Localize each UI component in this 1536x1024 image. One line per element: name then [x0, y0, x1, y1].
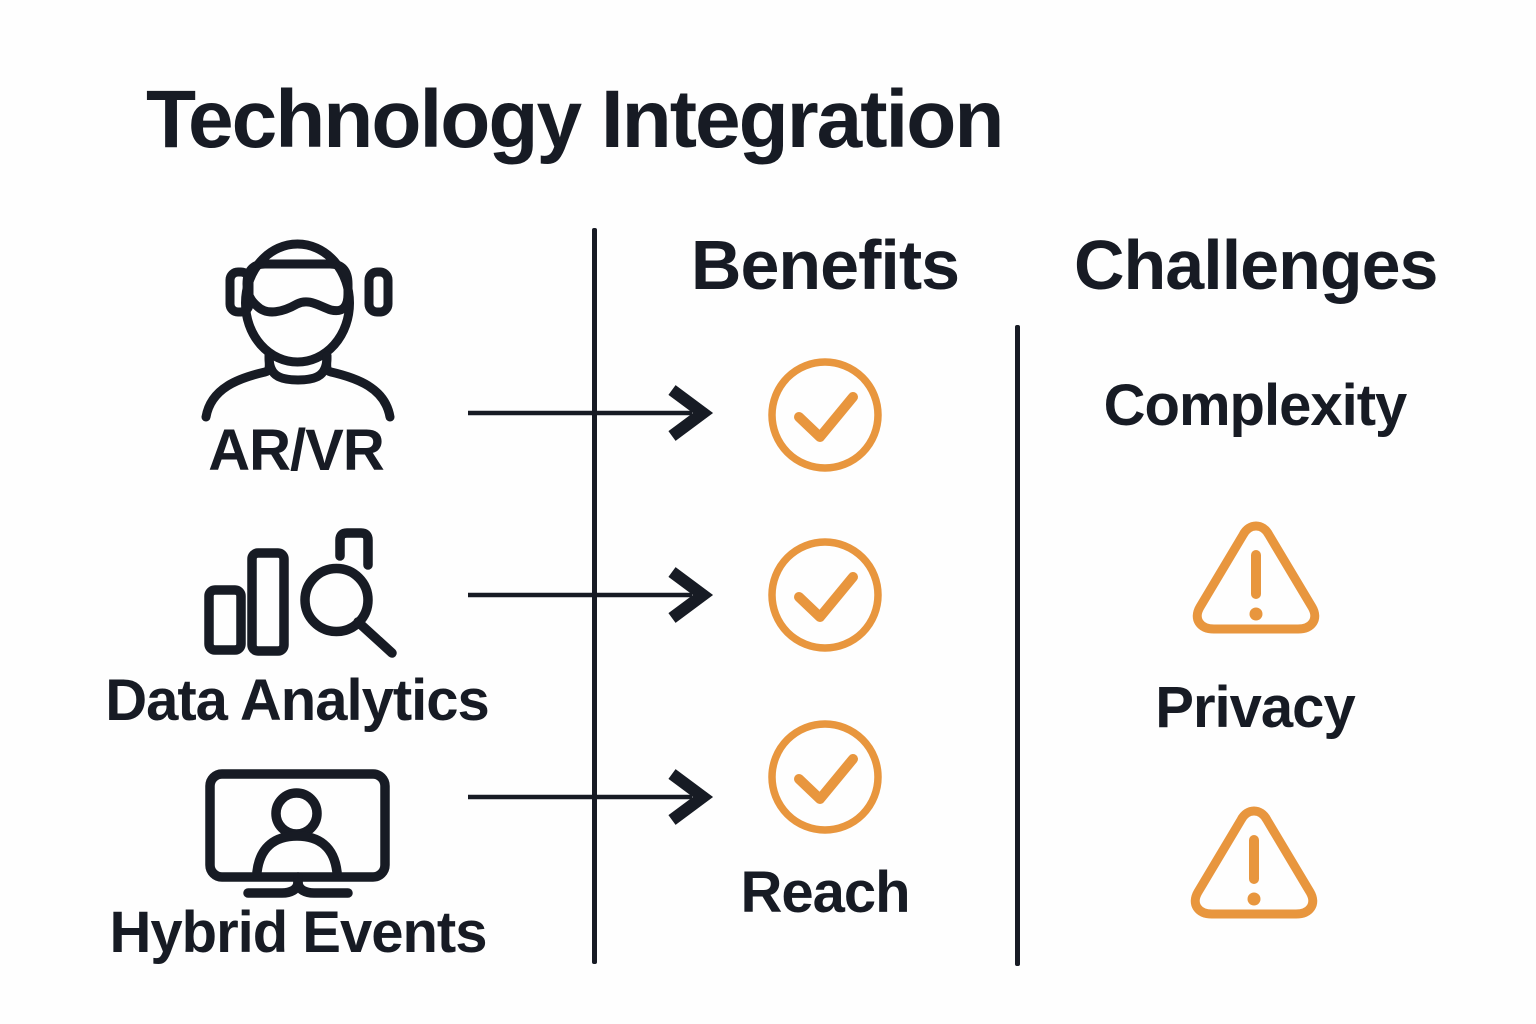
- bar-chart-magnifier-icon: [204, 528, 397, 658]
- check-circle-icon: [768, 358, 882, 472]
- challenge-label-privacy: Privacy: [1155, 675, 1355, 740]
- page-title: Technology Integration: [146, 74, 1004, 165]
- item-label-arvr: AR/VR: [208, 418, 384, 483]
- check-circle-icon: [768, 720, 882, 834]
- challenges-header: Challenges: [1074, 226, 1438, 304]
- item-label-hybrid-events: Hybrid Events: [109, 900, 488, 965]
- divider-line-challenges: [1015, 325, 1020, 966]
- vr-headset-user-icon: [201, 239, 395, 422]
- arrow-right-icon: [468, 385, 714, 441]
- arrow-right-icon: [468, 769, 714, 825]
- monitor-person-icon: [205, 769, 390, 898]
- benefits-header: Benefits: [690, 226, 960, 304]
- benefits-caption: Reach: [740, 860, 910, 925]
- item-label-data-analytics: Data Analytics: [105, 668, 490, 733]
- warning-triangle-icon: [1192, 521, 1320, 634]
- check-circle-icon: [768, 538, 882, 652]
- arrow-right-icon: [468, 567, 714, 623]
- warning-triangle-icon: [1190, 806, 1318, 919]
- challenge-label-complexity: Complexity: [1103, 373, 1408, 438]
